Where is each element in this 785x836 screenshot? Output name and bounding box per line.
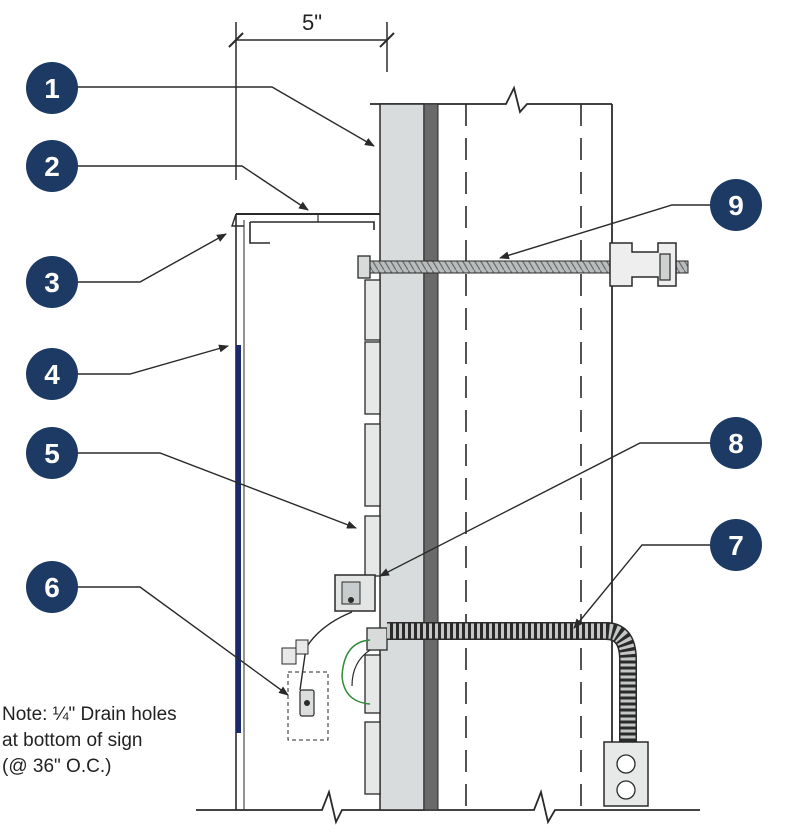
threaded-rod <box>357 242 689 287</box>
svg-text:9: 9 <box>728 190 744 221</box>
dimension-label: 5" <box>302 10 322 35</box>
callout-2: 2 <box>26 140 78 192</box>
sign-cabinet <box>231 213 380 810</box>
svg-text:2: 2 <box>44 151 60 182</box>
flexible-conduit <box>366 622 649 807</box>
wall-section <box>196 85 700 825</box>
svg-text:4: 4 <box>44 359 60 390</box>
callout-5: 5 <box>26 427 78 479</box>
leader-lines <box>76 86 736 696</box>
svg-text:8: 8 <box>728 428 744 459</box>
callout-9: 9 <box>710 179 762 231</box>
wall-panel <box>379 103 439 811</box>
junction-bracket <box>334 574 376 612</box>
dimension-5-inch: 5" <box>228 10 395 180</box>
drain-hole-note: Note: ¼" Drain holes at bottom of sign (… <box>2 704 177 777</box>
callout-1: 1 <box>26 62 78 114</box>
callout-3: 3 <box>26 256 78 308</box>
callout-8: 8 <box>710 417 762 469</box>
sign-face <box>236 345 241 733</box>
svg-text:3: 3 <box>44 267 60 298</box>
callout-4: 4 <box>26 348 78 400</box>
callout-7: 7 <box>710 519 762 571</box>
svg-text:5: 5 <box>44 438 60 469</box>
svg-text:1: 1 <box>44 73 60 104</box>
callout-6: 6 <box>26 561 78 613</box>
mounting-clip <box>364 279 381 795</box>
power-supply <box>281 611 371 741</box>
note-line-3: (@ 36" O.C.) <box>2 756 111 777</box>
svg-text:6: 6 <box>44 572 60 603</box>
svg-text:7: 7 <box>728 530 744 561</box>
note-line-1: Note: ¼" Drain holes <box>2 704 177 725</box>
note-line-2: at bottom of sign <box>2 730 142 751</box>
